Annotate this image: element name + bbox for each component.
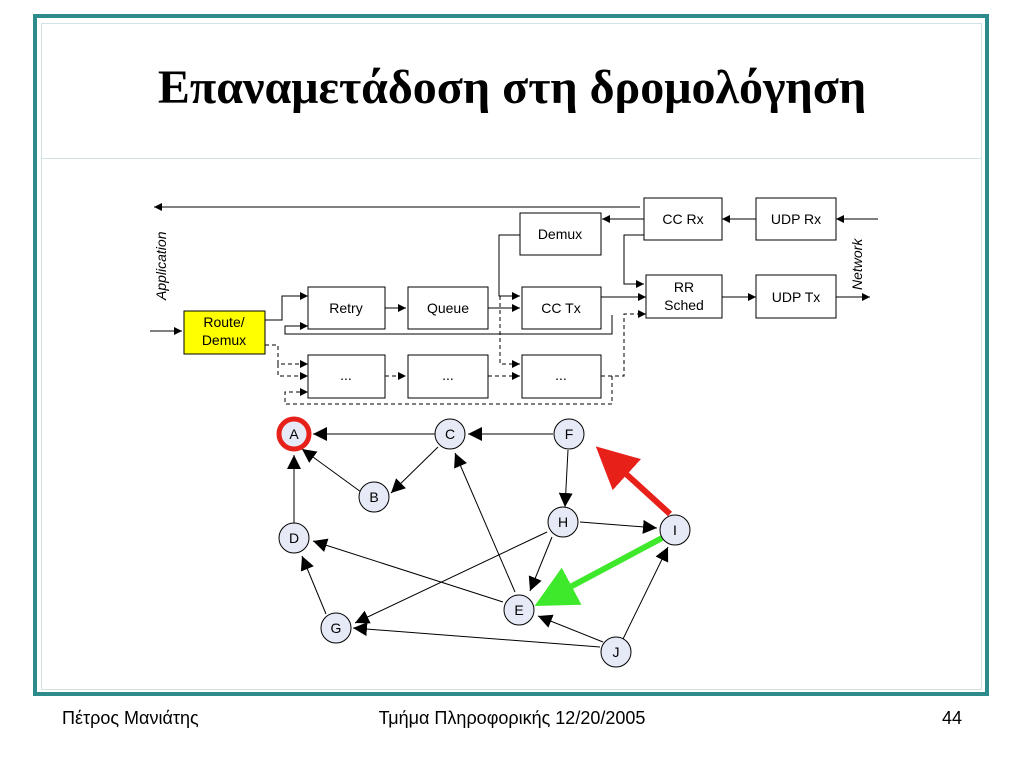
network-label: Network: [849, 238, 865, 290]
node-d: D: [278, 522, 310, 554]
edge-j-g: [352, 622, 601, 648]
edge-j-e: [537, 614, 604, 643]
cc-tx-label: CC Tx: [541, 300, 580, 316]
retry-label: Retry: [329, 300, 362, 316]
svg-text:H: H: [558, 514, 568, 530]
ellipsis-2-label: ...: [442, 367, 454, 383]
block-udp-tx: UDP Tx: [755, 274, 837, 319]
block-rr-sched: RR Sched: [645, 274, 723, 319]
edge-e-c: [454, 452, 516, 593]
cc-rx-label: CC Rx: [662, 211, 703, 227]
node-g: G: [320, 612, 352, 644]
block-route-demux: Route/ Demux: [183, 310, 266, 355]
title-separator: [41, 158, 982, 159]
slide-frame: [33, 14, 989, 696]
edge-h-e: [528, 536, 553, 592]
route-demux-label-2: Demux: [202, 332, 246, 348]
footer-author: Πέτρος Μανιάτης: [62, 708, 199, 728]
queue-label: Queue: [427, 300, 469, 316]
svg-text:I: I: [673, 522, 677, 538]
edge-e-d: [312, 538, 504, 603]
node-e: E: [503, 594, 535, 626]
rr-sched-label-2: Sched: [664, 297, 704, 313]
node-a: A: [276, 416, 312, 452]
svg-text:C: C: [445, 426, 455, 442]
block-ellipsis-2: ...: [407, 354, 489, 399]
udp-rx-label: UDP Rx: [771, 211, 821, 227]
block-cc-rx: CC Rx: [643, 197, 723, 241]
block-udp-rx: UDP Rx: [755, 197, 837, 241]
footer-department-date: Τμήμα Πληροφορικής 12/20/2005: [378, 708, 646, 728]
edge-h-g: [354, 531, 548, 624]
ellipsis-1-label: ...: [340, 367, 352, 383]
svg-text:F: F: [565, 426, 574, 442]
edge-i-f-highlight: [595, 446, 673, 517]
edge-c-b: [390, 446, 439, 494]
block-cc-tx: CC Tx: [521, 286, 602, 330]
route-demux-label-1: Route/: [203, 314, 244, 330]
node-f: F: [553, 418, 585, 450]
edge-g-d: [300, 555, 327, 615]
graph-edges: [287, 427, 669, 648]
footer-center: Τμήμα Πληροφορικής 12/20/2005: [0, 708, 1024, 729]
svg-text:B: B: [369, 489, 378, 505]
node-c: C: [434, 418, 466, 450]
node-j: J: [600, 636, 632, 668]
application-label: Application: [153, 231, 169, 301]
edge-b-a: [301, 448, 362, 493]
slide-title: Επαναμετάδοση στη δρομολόγηση: [157, 61, 867, 114]
node-i: I: [659, 514, 691, 546]
svg-text:J: J: [613, 644, 620, 660]
edge-i-e-highlight: [534, 535, 664, 606]
svg-text:E: E: [514, 602, 523, 618]
svg-text:G: G: [331, 620, 342, 636]
block-ellipsis-3: ...: [521, 354, 602, 399]
block-demux: Demux: [519, 212, 602, 256]
udp-tx-label: UDP Tx: [772, 289, 821, 305]
slide-inner-frame: [41, 23, 982, 690]
edge-f-h: [558, 449, 573, 508]
demux-label: Demux: [538, 226, 582, 242]
block-diagram: [150, 203, 878, 405]
node-b: B: [358, 481, 390, 513]
svg-text:D: D: [289, 530, 299, 546]
block-retry: Retry: [307, 286, 386, 330]
rr-sched-label-1: RR: [674, 279, 694, 295]
svg-text:A: A: [289, 426, 299, 442]
node-h: H: [547, 506, 579, 538]
footer-page-number: 44: [941, 708, 962, 728]
block-queue: Queue: [407, 286, 489, 330]
block-ellipsis-1: ...: [307, 354, 386, 399]
edge-j-i: [622, 546, 669, 640]
edge-h-i: [579, 519, 658, 534]
graph-nodes: A B C D E F G H I J: [276, 416, 691, 668]
ellipsis-3-label: ...: [555, 367, 567, 383]
